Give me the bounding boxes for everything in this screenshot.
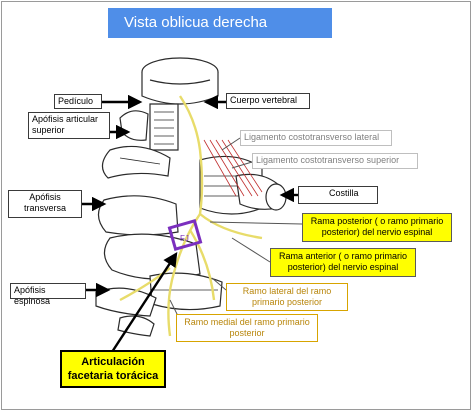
label-ligamento-costotransverso-lateral: Ligamento costotransverso lateral bbox=[240, 130, 392, 146]
leader-ligamento-lateral bbox=[221, 137, 241, 151]
lower-transverse-shape bbox=[97, 195, 179, 236]
label-rama-anterior: Rama anterior ( o ramo primario posterio… bbox=[270, 248, 416, 277]
costotransverse-ligament-fibers bbox=[203, 139, 263, 197]
label-ligamento-costotransverso-superior: Ligamento costotransverso superior bbox=[252, 153, 418, 169]
anterior-ramus-nerve bbox=[199, 213, 263, 240]
label-rama-posterior: Rama posterior ( o ramo primario posteri… bbox=[302, 213, 452, 242]
leader-ramo-lateral bbox=[211, 277, 227, 291]
spinous-process-shape bbox=[95, 287, 157, 317]
spinal-nerve-trunk bbox=[179, 95, 204, 215]
lateral-branch-nerve bbox=[188, 229, 216, 301]
label-apofisis-espinosa: Apófisis espinosa bbox=[10, 283, 86, 306]
label-cuerpo-vertebral: Cuerpo vertebral bbox=[226, 93, 310, 109]
label-costilla: Costilla bbox=[298, 186, 378, 204]
label-apofisis-articular-superior: Apófisis articular superior bbox=[28, 112, 110, 139]
medial-branch-nerve bbox=[119, 267, 171, 302]
superior-articular-process-shape bbox=[119, 110, 149, 141]
pedicle-shape bbox=[149, 103, 179, 151]
label-articulacion-facetaria: Articulación facetaria torácica bbox=[60, 350, 166, 388]
posterior-ramus-nerve bbox=[167, 213, 201, 337]
figure-title: Vista oblicua derecha bbox=[108, 8, 332, 38]
vertebral-body-top-hatching bbox=[149, 79, 211, 85]
leader-rama-posterior bbox=[209, 221, 303, 225]
leader-ligamento-superior bbox=[231, 161, 253, 169]
facet-joint-outline bbox=[167, 218, 203, 252]
ligaments-drawing bbox=[203, 139, 263, 197]
label-ramo-medial: Ramo medial del ramo primario posterior bbox=[176, 314, 318, 342]
label-apofisis-transversa: Apófisis transversa bbox=[8, 190, 82, 218]
nerves-drawing bbox=[119, 95, 263, 337]
label-pediculo: Pedículo bbox=[54, 94, 102, 109]
leader-lines bbox=[82, 94, 298, 353]
arrow-articulacion bbox=[110, 251, 178, 353]
pedicle-hatching bbox=[154, 111, 174, 145]
facet-joint-marker: FJ bbox=[180, 234, 189, 243]
transverse-process-line bbox=[119, 157, 161, 165]
leader-rama-anterior bbox=[231, 237, 271, 263]
label-ramo-lateral: Ramo lateral del ramo primario posterior bbox=[226, 283, 348, 311]
rib-head bbox=[265, 183, 287, 211]
vertebral-body-top-side bbox=[141, 72, 219, 105]
transverse-process-shape bbox=[101, 145, 171, 179]
